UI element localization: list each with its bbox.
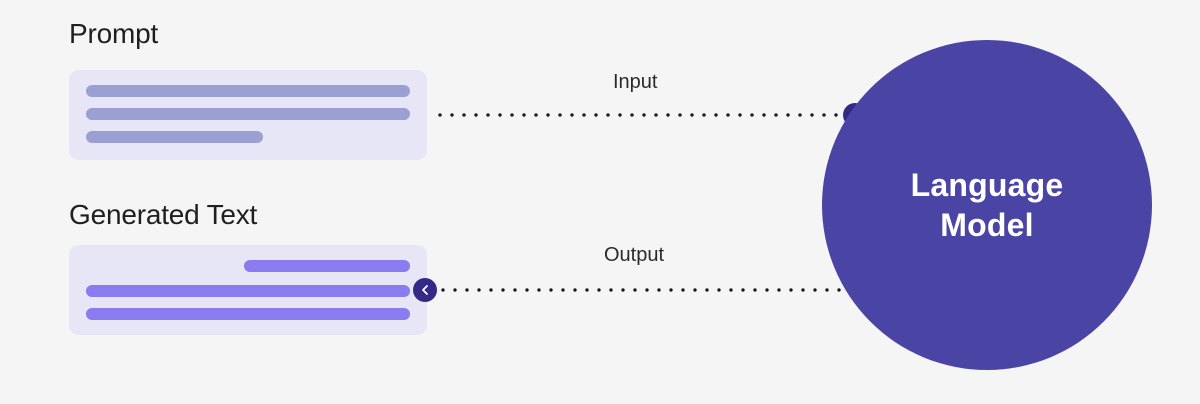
output-flow-line — [437, 288, 852, 292]
generated-text-heading: Generated Text — [69, 199, 258, 230]
input-flow-label: Input — [613, 71, 658, 93]
output-flow-label: Output — [604, 244, 665, 266]
generated-text-line-2 — [86, 285, 410, 297]
prompt-card — [69, 70, 427, 160]
prompt-text-line-3 — [86, 131, 263, 143]
language-model-label: Language Model — [910, 167, 1064, 243]
language-model-node: Language Model — [822, 40, 1152, 370]
prompt-heading: Prompt — [69, 18, 159, 49]
prompt-text-line-1 — [86, 85, 410, 97]
input-flow-line — [434, 113, 854, 117]
chevron-left-icon — [413, 278, 437, 302]
generated-text-line-3 — [86, 308, 410, 320]
generated-text-card — [69, 245, 427, 335]
generated-text-line-1 — [244, 260, 410, 272]
prompt-text-line-2 — [86, 108, 410, 120]
